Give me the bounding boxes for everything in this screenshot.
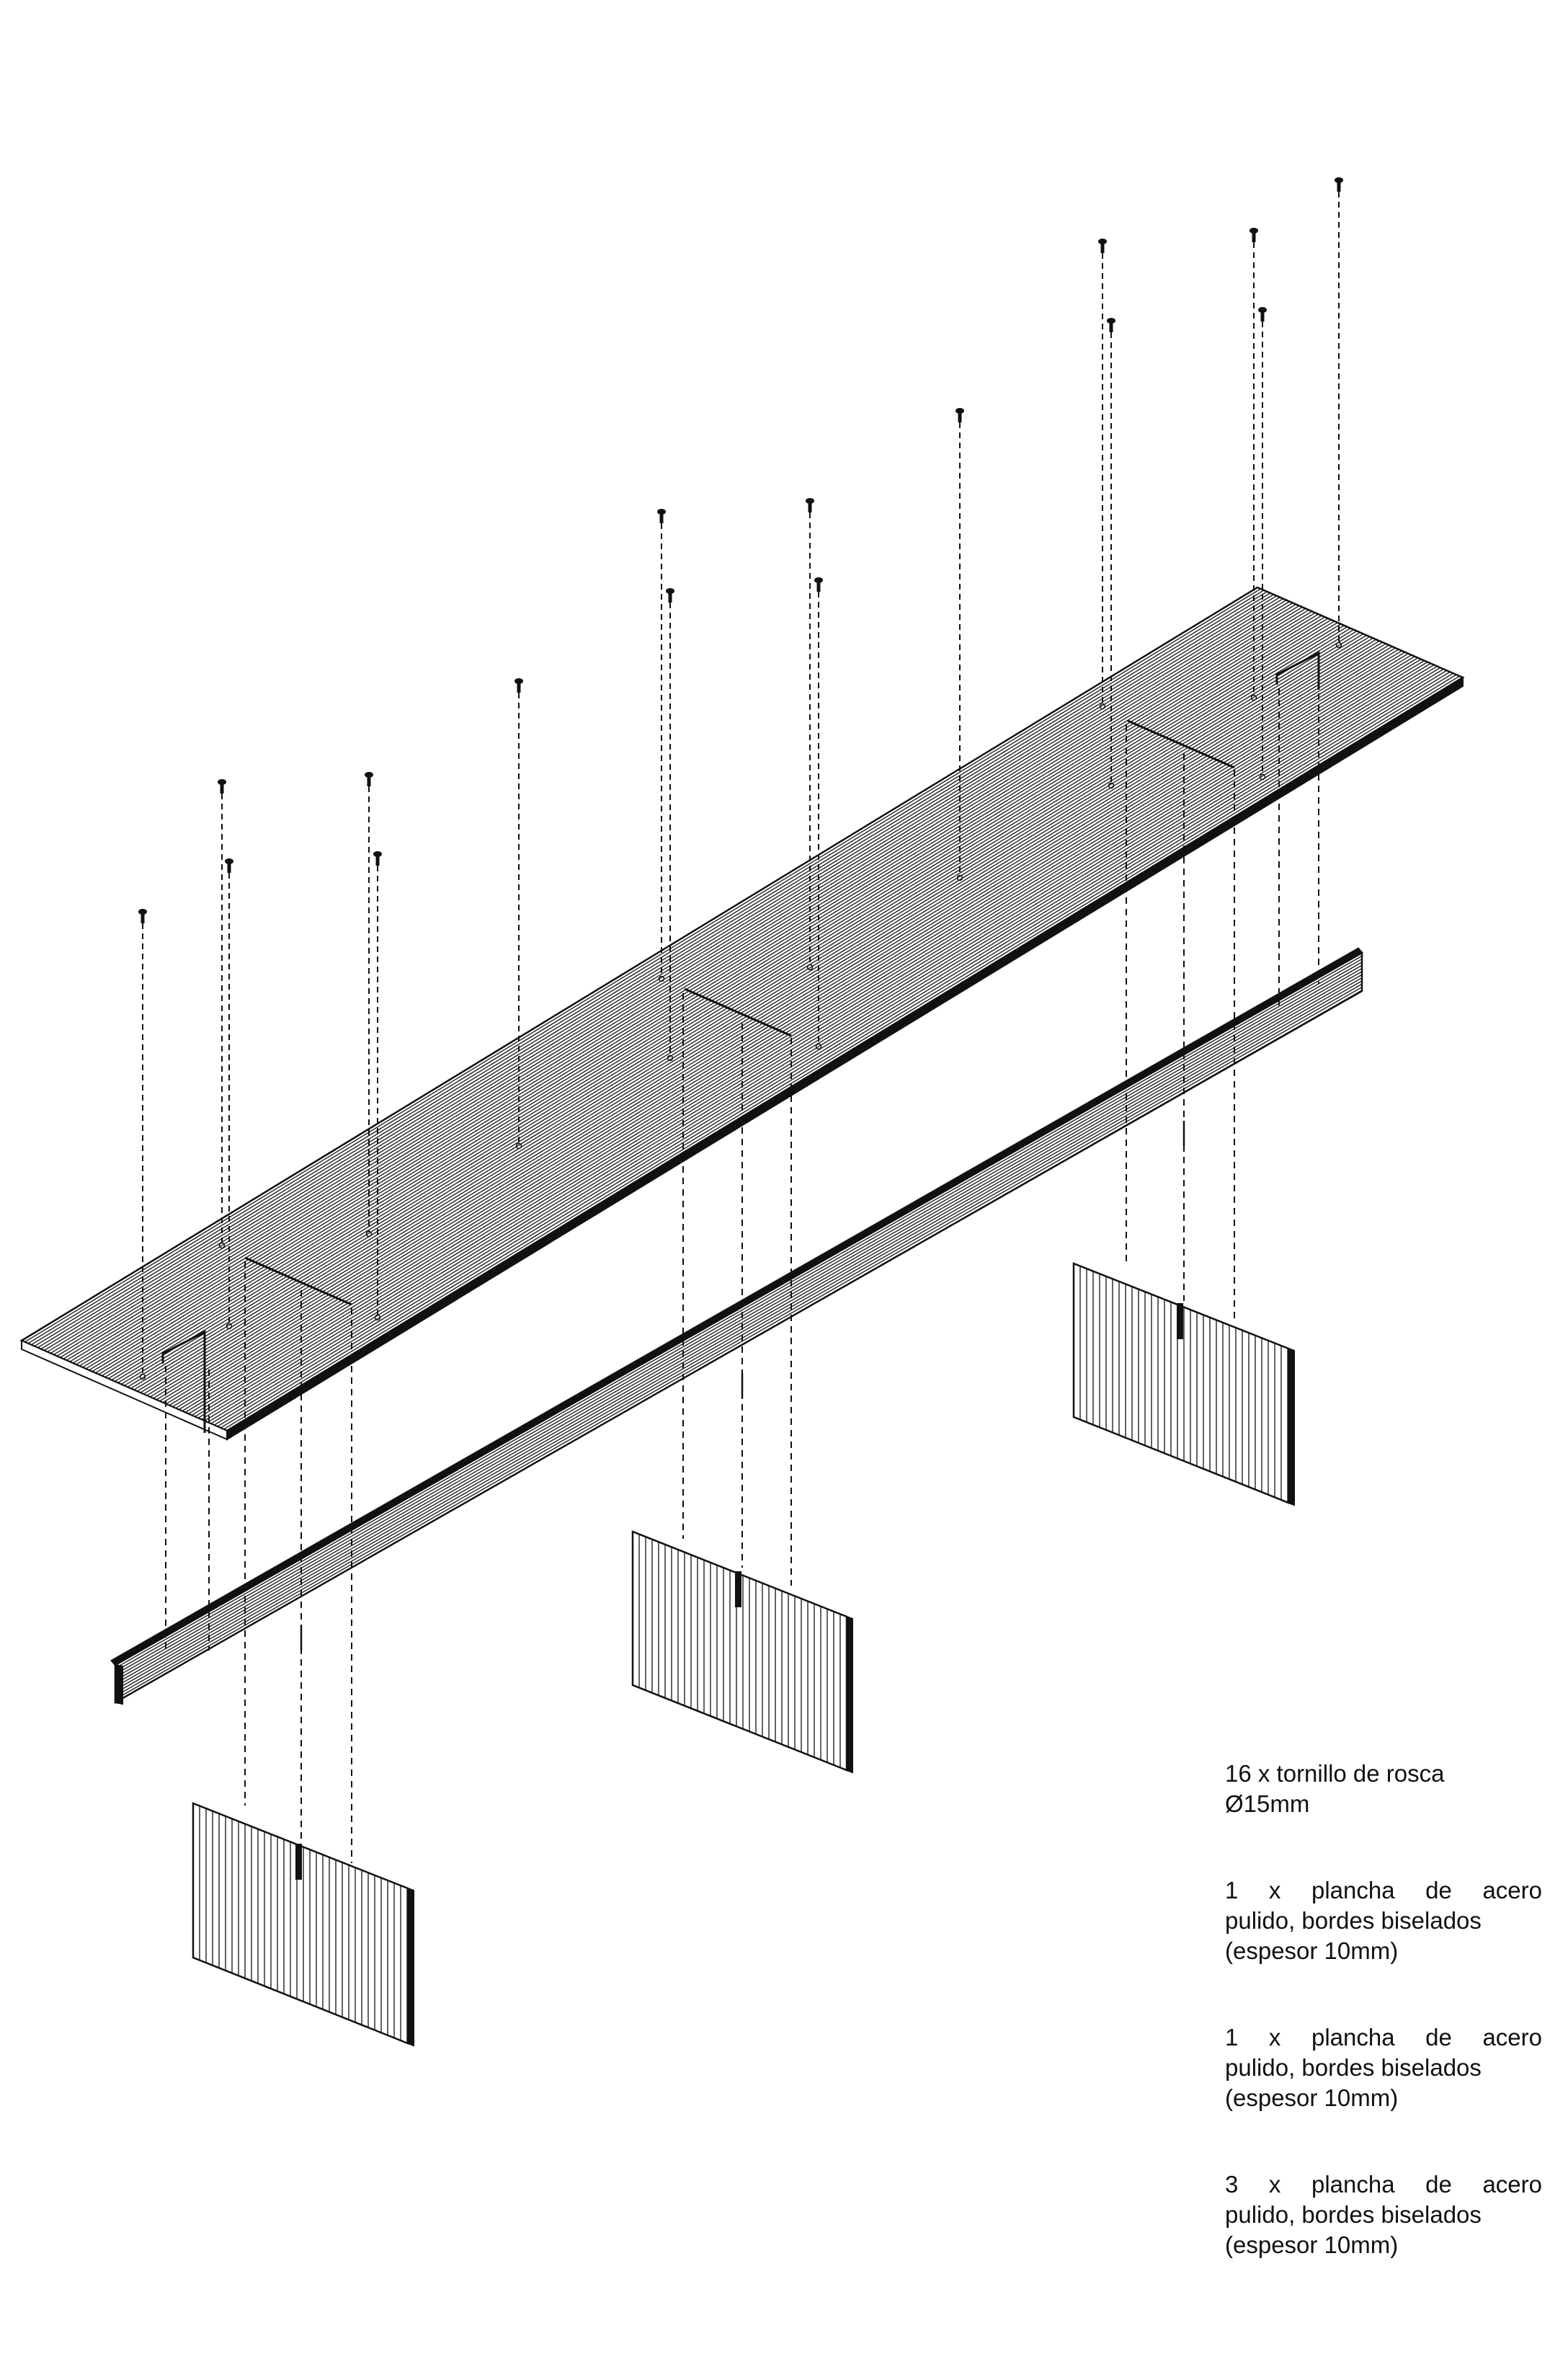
alignment-lines: [165, 688, 1319, 1863]
parts-legend: 16 x tornillo de rosca Ø15mm 1 x plancha…: [1225, 1759, 1542, 2317]
screw-icon: [666, 588, 674, 1062]
top-plate: [19, 586, 1465, 1441]
screw-icon: [1335, 177, 1343, 649]
legend-text: (espesor 10mm): [1225, 1937, 1399, 1964]
screw-icon: [657, 509, 666, 982]
legend-text: pulido, bordes biselados: [1225, 2201, 1482, 2228]
legend-text: (espesor 10mm): [1225, 2231, 1399, 2258]
legend-text: 1 x plancha de acero: [1225, 1877, 1542, 1904]
legend-text: (espesor 10mm): [1225, 2084, 1399, 2111]
screw-icon: [365, 772, 373, 1238]
long-beam: [110, 947, 1363, 1705]
legend-item-beam: 1 x plancha de acero pulido, bordes bise…: [1225, 2022, 1542, 2113]
legend-text: pulido, bordes biselados: [1225, 2054, 1482, 2081]
legend-item-screws: 16 x tornillo de rosca Ø15mm: [1225, 1759, 1542, 1819]
screw-icon: [218, 779, 226, 1249]
legend-text: 1 x plancha de acero: [1225, 2024, 1542, 2051]
screw-icon: [1107, 318, 1115, 789]
legend-text: 16 x tornillo de rosca: [1225, 1760, 1445, 1787]
leg-panel-2: [631, 1530, 853, 1774]
screw-group: [138, 177, 1343, 1380]
screw-icon: [1098, 239, 1107, 710]
leg-panel-1: [192, 1802, 414, 2047]
legend-item-top-plate: 1 x plancha de acero pulido, bordes bise…: [1225, 1875, 1542, 1966]
leg-panel-3: [1072, 1262, 1295, 1506]
legend-item-legs: 3 x plancha de acero pulido, bordes bise…: [1225, 2169, 1542, 2260]
legend-text: Ø15mm: [1225, 1790, 1310, 1817]
legend-text: 3 x plancha de acero: [1225, 2171, 1542, 2198]
screw-icon: [1250, 228, 1258, 701]
screw-icon: [806, 498, 814, 971]
legend-text: pulido, bordes biselados: [1225, 1907, 1482, 1934]
